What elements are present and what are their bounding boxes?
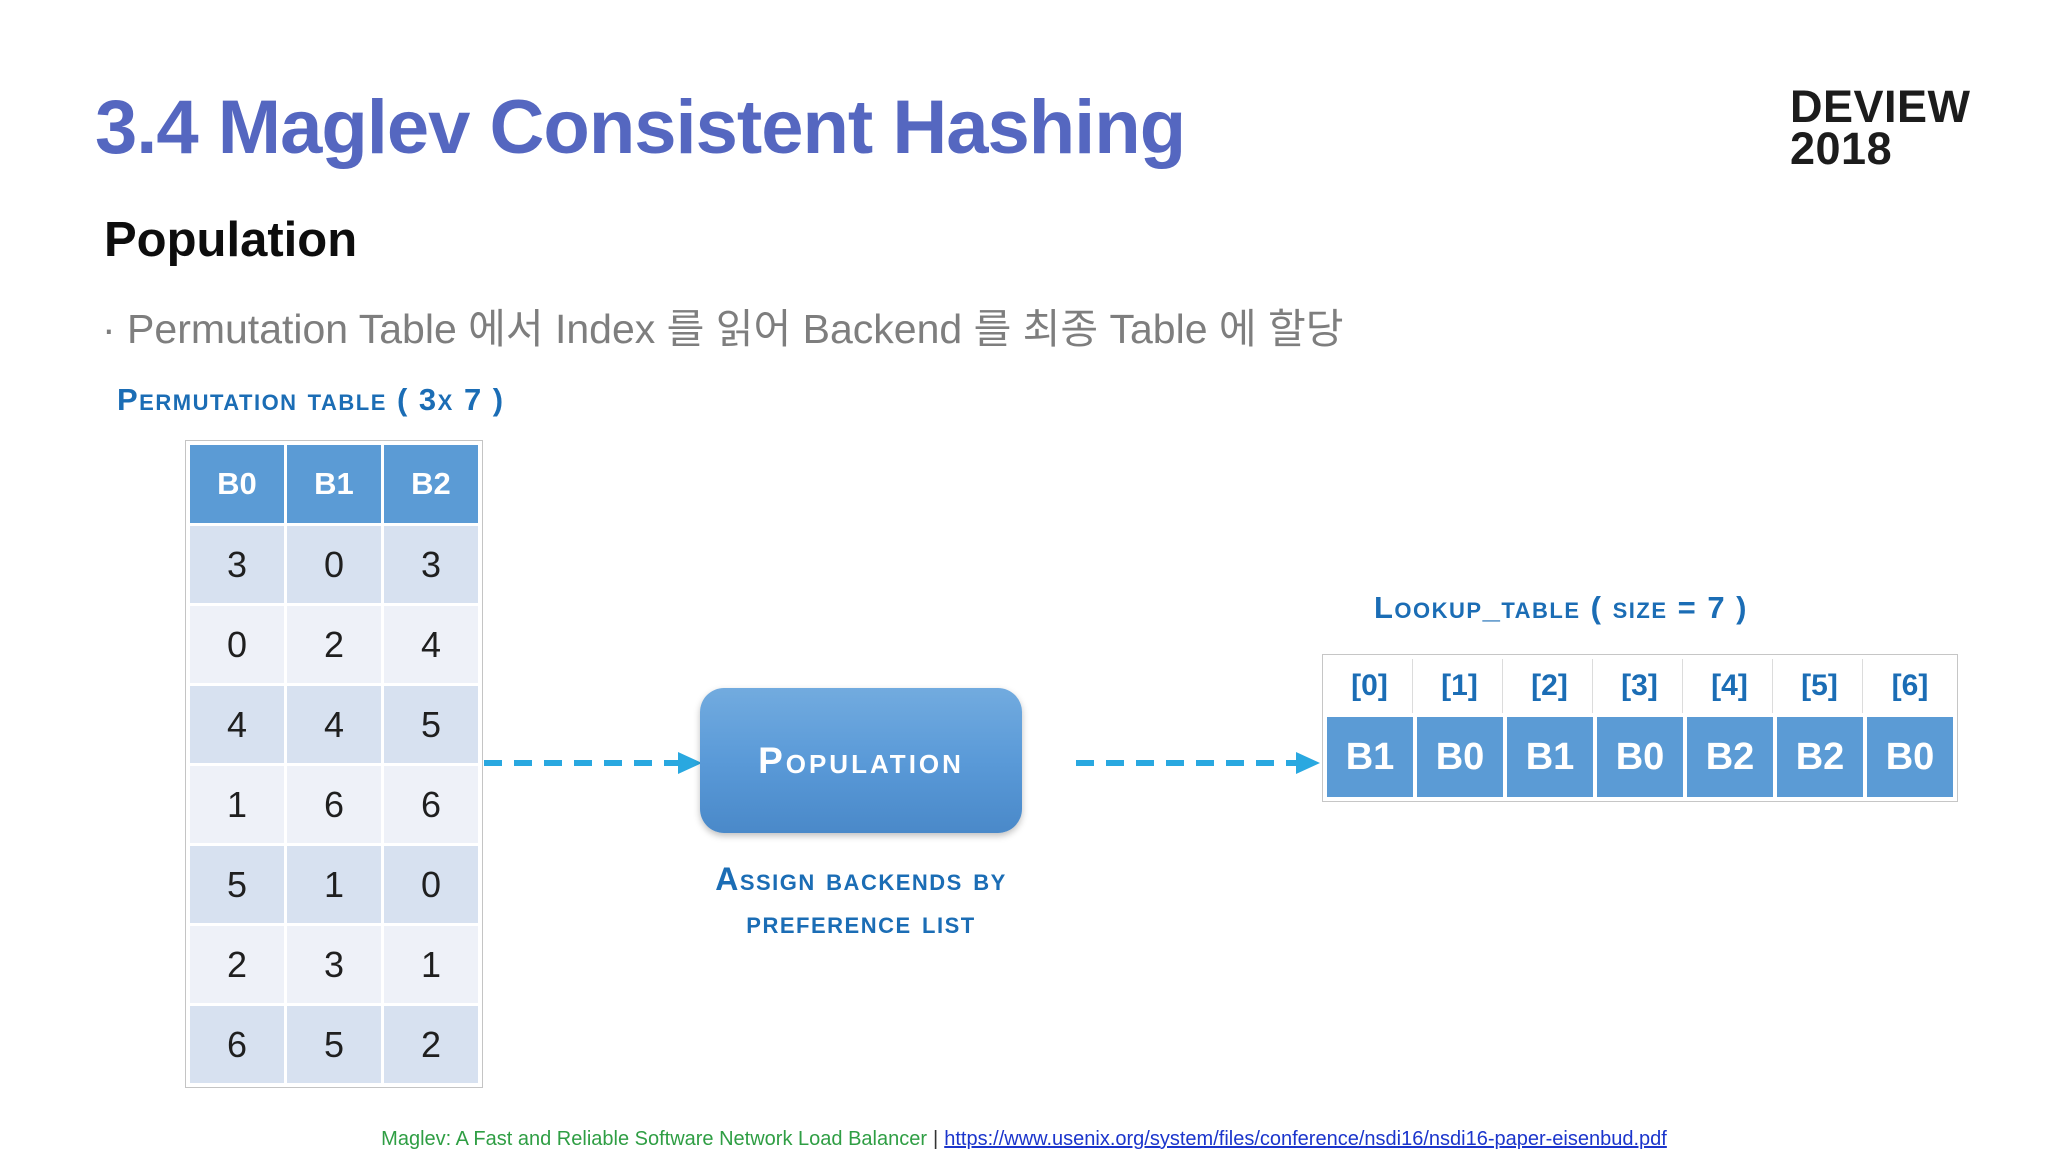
lookup-value-cell: B0 xyxy=(1417,717,1503,797)
lookup-value-cell: B0 xyxy=(1597,717,1683,797)
perm-cell: 3 xyxy=(287,926,381,1003)
lookup-index-cell: [4] xyxy=(1687,659,1773,713)
lookup-index-cell: [2] xyxy=(1507,659,1593,713)
arrowhead-left-icon xyxy=(678,752,702,774)
population-caption-line-1: Assign backends by xyxy=(715,861,1007,897)
perm-row: 2 3 1 xyxy=(190,926,478,1003)
footer-link[interactable]: https://www.usenix.org/system/files/conf… xyxy=(944,1128,1667,1150)
lookup-index-cell: [3] xyxy=(1597,659,1683,713)
lookup-value-cell: B1 xyxy=(1507,717,1593,797)
perm-cell: 1 xyxy=(384,926,478,1003)
perm-header-row: B0 B1 B2 xyxy=(190,445,478,523)
dashed-arrow-left xyxy=(484,760,680,766)
logo-line-2: 2018 xyxy=(1790,123,1893,174)
permutation-table-label: Permutation table ( 3x 7 ) xyxy=(117,382,505,417)
perm-header-cell: B0 xyxy=(190,445,284,523)
lookup-value-cell: B2 xyxy=(1687,717,1773,797)
perm-header-cell: B2 xyxy=(384,445,478,523)
lookup-value-cell: B0 xyxy=(1867,717,1953,797)
population-caption-line-2: preference list xyxy=(746,904,976,940)
arrowhead-right-icon xyxy=(1296,752,1320,774)
perm-cell: 6 xyxy=(287,766,381,843)
lookup-index-cell: [6] xyxy=(1867,659,1953,713)
footer-citation: Maglev: A Fast and Reliable Software Net… xyxy=(381,1128,928,1150)
page-title: 3.4 Maglev Consistent Hashing xyxy=(95,85,1186,170)
population-box: Population xyxy=(700,688,1022,833)
perm-header-cell: B1 xyxy=(287,445,381,523)
perm-row: 4 4 5 xyxy=(190,686,478,763)
perm-cell: 6 xyxy=(190,1006,284,1083)
perm-cell: 3 xyxy=(190,526,284,603)
bullet-text: · Permutation Table 에서 Index 를 읽어 Backen… xyxy=(102,306,1344,352)
perm-cell: 2 xyxy=(287,606,381,683)
perm-cell: 5 xyxy=(287,1006,381,1083)
footer: Maglev: A Fast and Reliable Software Net… xyxy=(0,1128,2048,1151)
perm-cell: 0 xyxy=(287,526,381,603)
perm-cell: 2 xyxy=(384,1006,478,1083)
perm-cell: 6 xyxy=(384,766,478,843)
perm-cell: 4 xyxy=(287,686,381,763)
lookup-index-row: [0] [1] [2] [3] [4] [5] [6] xyxy=(1327,659,1953,713)
lookup-value-cell: B2 xyxy=(1777,717,1863,797)
deview-2018-logo: DEVIEW 2018 xyxy=(1790,81,1990,174)
perm-cell: 4 xyxy=(384,606,478,683)
permutation-table: B0 B1 B2 3 0 3 0 2 4 4 4 5 1 6 6 5 1 0 2… xyxy=(185,440,483,1088)
perm-cell: 3 xyxy=(384,526,478,603)
perm-cell: 5 xyxy=(384,686,478,763)
lookup-value-cell: B1 xyxy=(1327,717,1413,797)
perm-cell: 2 xyxy=(190,926,284,1003)
lookup-index-cell: [0] xyxy=(1327,659,1413,713)
lookup-index-cell: [5] xyxy=(1777,659,1863,713)
perm-row: 3 0 3 xyxy=(190,526,478,603)
perm-cell: 1 xyxy=(190,766,284,843)
lookup-value-row: B1 B0 B1 B0 B2 B2 B0 xyxy=(1327,717,1953,797)
perm-cell: 4 xyxy=(190,686,284,763)
perm-row: 6 5 2 xyxy=(190,1006,478,1083)
lookup-table: [0] [1] [2] [3] [4] [5] [6] B1 B0 B1 B0 … xyxy=(1322,654,1958,802)
footer-separator: | xyxy=(933,1128,939,1150)
perm-cell: 5 xyxy=(190,846,284,923)
perm-cell: 1 xyxy=(287,846,381,923)
population-caption: Assign backends by preference list xyxy=(601,858,1121,944)
perm-cell: 0 xyxy=(384,846,478,923)
lookup-table-label: Lookup_table ( size = 7 ) xyxy=(1374,590,1748,625)
perm-cell: 0 xyxy=(190,606,284,683)
population-box-label: Population xyxy=(758,739,964,781)
perm-row: 5 1 0 xyxy=(190,846,478,923)
perm-row: 1 6 6 xyxy=(190,766,478,843)
perm-row: 0 2 4 xyxy=(190,606,478,683)
section-heading: Population xyxy=(104,213,358,267)
lookup-index-cell: [1] xyxy=(1417,659,1503,713)
logo-line-1: DEVIEW xyxy=(1790,81,1971,132)
dashed-arrow-right xyxy=(1076,760,1296,766)
